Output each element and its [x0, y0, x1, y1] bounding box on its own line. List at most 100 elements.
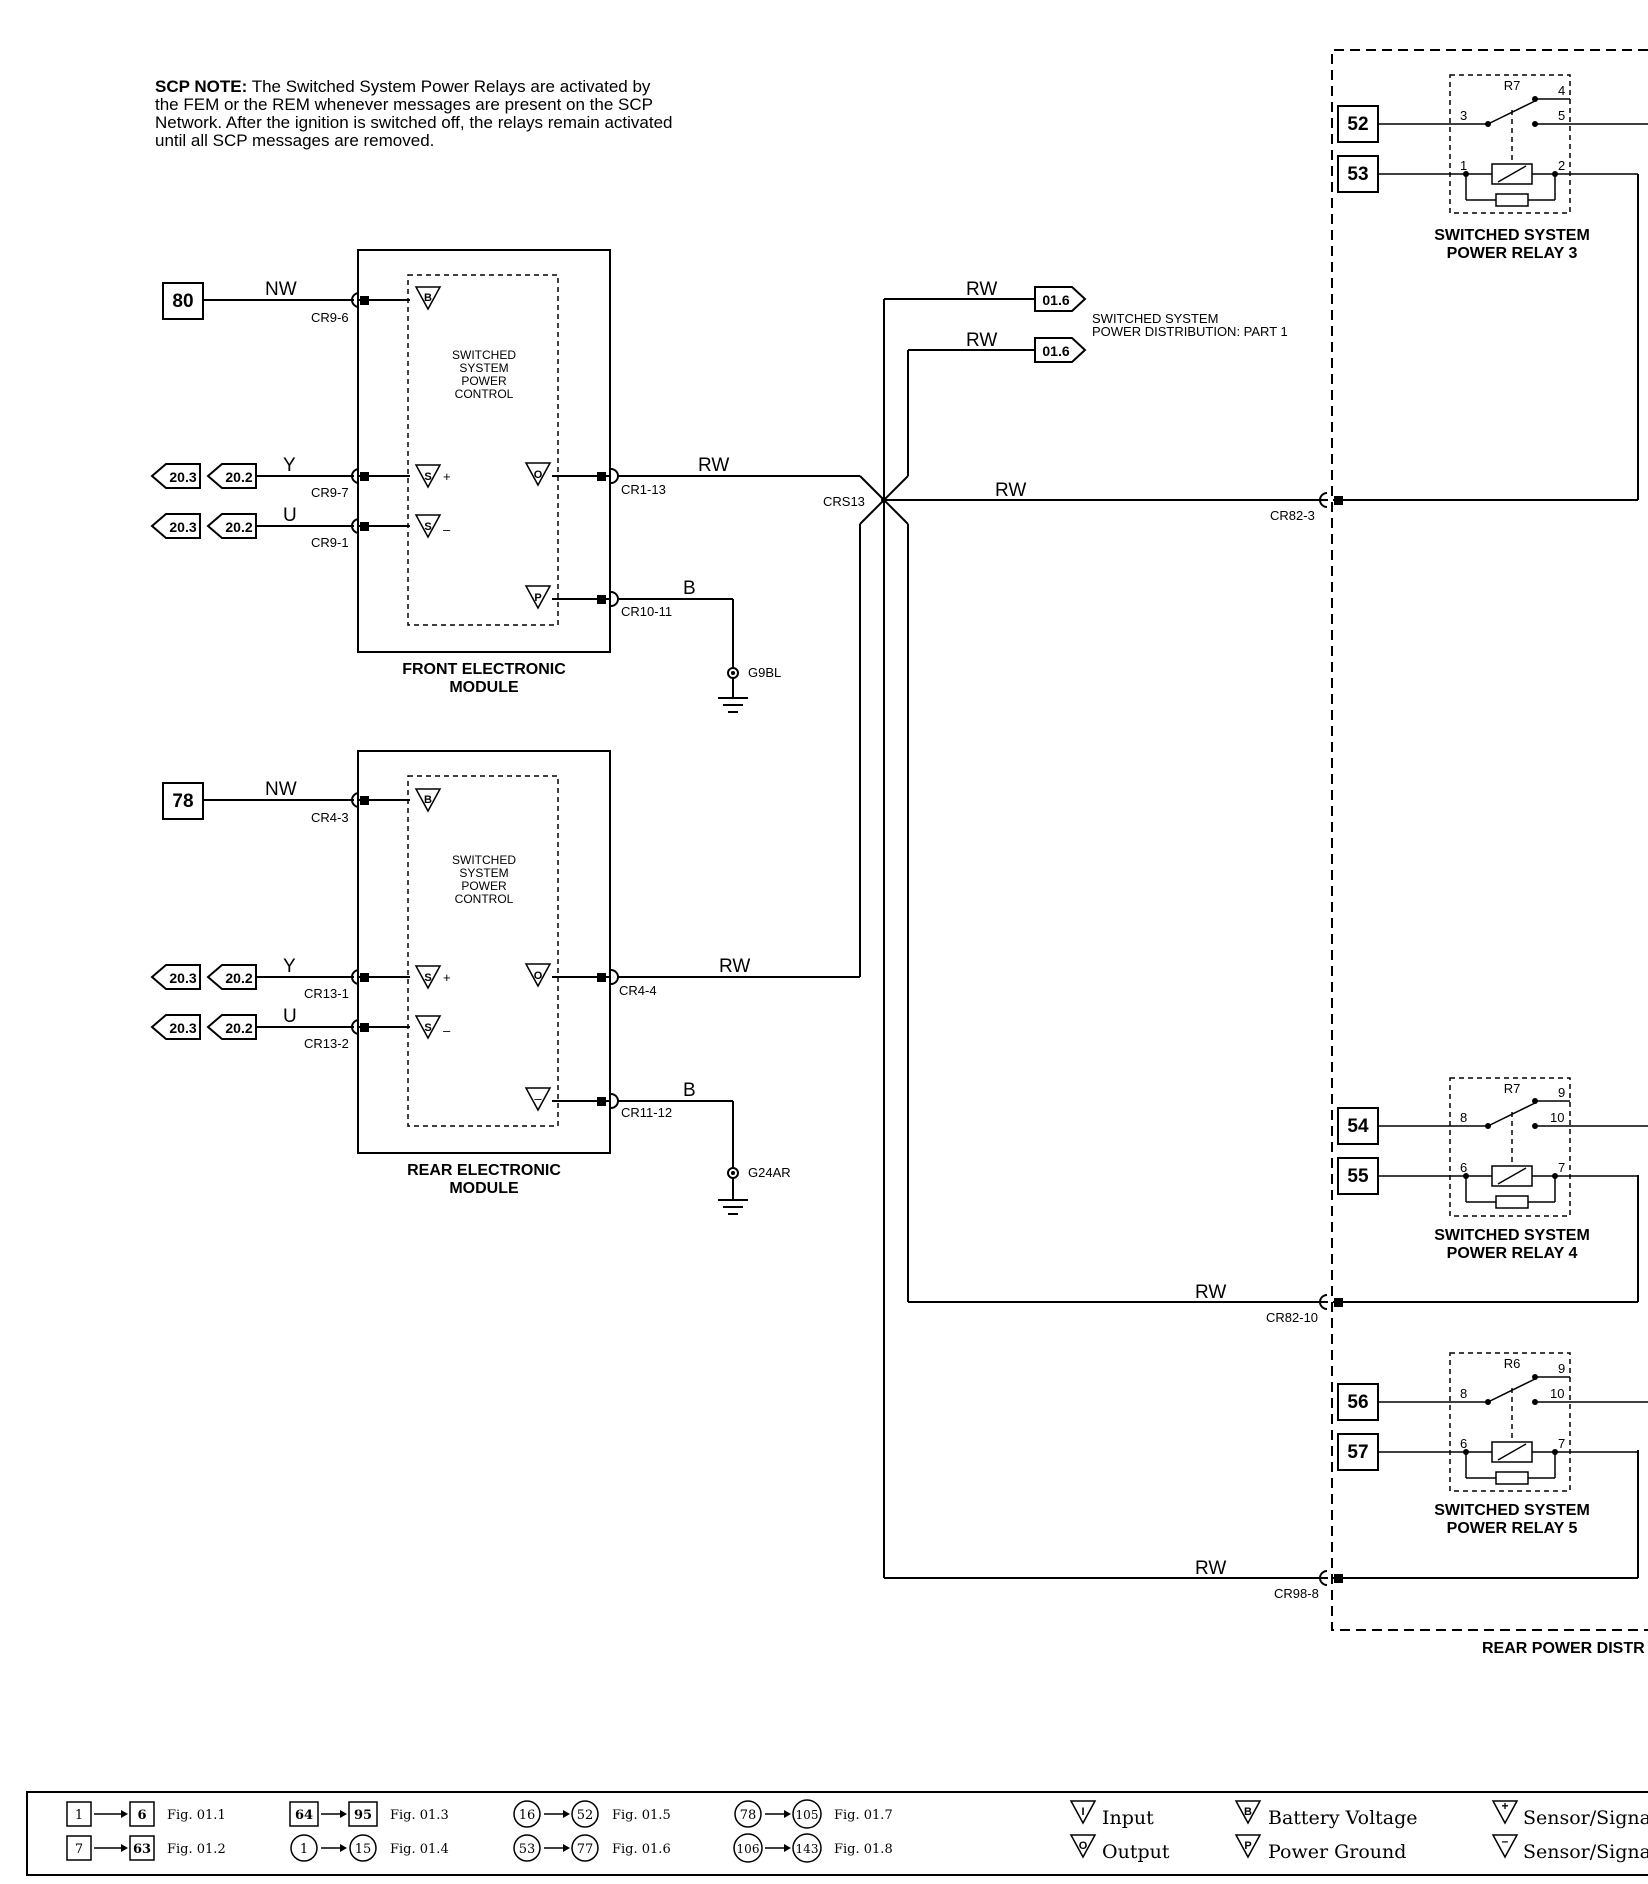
fem-pin-cr10-11: CR10-11: [621, 604, 672, 619]
svg-text:+: +: [443, 970, 451, 985]
dist-ref-2: 01.6: [1042, 343, 1069, 359]
svg-text:B: B: [424, 292, 432, 304]
power-relay-5: 56 57 R6 8 9 10 6 7 SWITCHED SYSTEM POWE…: [1337, 1352, 1648, 1537]
power-relay-4: 54 55 R7 8 9 10 6 7 SWITCHED SYSTEM POWE…: [1337, 1077, 1648, 1262]
splice-network: CRS13 RW 01.6 RW 01.6 SWITCHED SYSTEM PO…: [618, 279, 1328, 1579]
power-relay-3: 52 53 R7 3 4 5 1 2 SWITCHED SYSTEM POWER…: [1337, 74, 1648, 262]
sensor-plus-icon: +: [1492, 1799, 1518, 1824]
svg-text:B: B: [424, 794, 432, 806]
legend-sensor-1: Sensor/Signal: [1523, 1807, 1648, 1829]
legend-g3-b1: 53: [519, 1842, 536, 1857]
fem-pin-cr9-7: CR9-7: [311, 485, 349, 500]
rem-inner-1: SWITCHED: [452, 853, 516, 867]
scp-note-text: The Switched System Power Relays are act…: [155, 77, 673, 150]
rem-ref-y-b: 20.2: [225, 970, 252, 986]
svg-text:–: –: [443, 1023, 451, 1038]
rem-ref-u-a: 20.3: [169, 1020, 196, 1036]
legend-g4-fa: Fig. 01.7: [834, 1808, 893, 1823]
svg-text:+: +: [1501, 1799, 1508, 1813]
sensor-minus-icon: –: [1492, 1834, 1518, 1858]
dist-wire-1: RW: [966, 279, 997, 300]
fem-wire-b: B: [683, 578, 696, 599]
rem-title-1: REAR ELECTRONIC: [407, 1162, 561, 1179]
relay5-p3: 10: [1550, 1386, 1564, 1401]
svg-text:S: S: [424, 1022, 431, 1034]
rem-inner-2: SYSTEM: [459, 866, 508, 880]
front-electronic-module: SWITCHED SYSTEM POWER CONTROL FRONT ELEC…: [150, 249, 781, 713]
fem-title-2: MODULE: [449, 679, 519, 696]
rem-wire-out: RW: [719, 956, 750, 977]
fem-ref-u-a: 20.3: [169, 519, 196, 535]
fem-wire-out: RW: [698, 455, 729, 476]
relay4-p4: 6: [1460, 1160, 1467, 1175]
svg-text:S: S: [424, 471, 431, 483]
rear-electronic-module: SWITCHED SYSTEM POWER CONTROL REAR ELECT…: [150, 750, 791, 1215]
relay5-id: R6: [1504, 1356, 1521, 1371]
relay5-title-2: POWER RELAY 5: [1447, 1520, 1578, 1537]
fem-box-80: 80: [172, 291, 193, 312]
relay5-num-a: 56: [1347, 1392, 1368, 1413]
relay3-p4: 1: [1460, 158, 1467, 173]
scp-note-prefix: SCP NOTE:: [155, 77, 248, 96]
rem-ref-y-a: 20.3: [169, 970, 196, 986]
relay3-title-2: POWER RELAY 3: [1447, 245, 1578, 262]
relay5-p2: 9: [1558, 1361, 1565, 1376]
input-icon: I: [1070, 1800, 1096, 1824]
relay5-num-b: 57: [1347, 1442, 1368, 1463]
dist-ref-1: 01.6: [1042, 292, 1069, 308]
relay3-p3: 5: [1558, 108, 1565, 123]
relay5-title-1: SWITCHED SYSTEM: [1434, 1502, 1590, 1519]
battery-voltage-icon: B: [1235, 1800, 1261, 1824]
legend-g3-a2: 52: [577, 1808, 594, 1823]
fem-pin-cr9-6: CR9-6: [311, 310, 349, 325]
svg-text:–: –: [443, 522, 451, 537]
rem-box-78: 78: [172, 791, 193, 812]
rear-pin-cr82-10: CR82-10: [1266, 1310, 1318, 1325]
svg-text:–: –: [534, 1091, 542, 1106]
rem-wire-y: Y: [283, 956, 296, 977]
legend-sensor-2: Sensor/Signal: [1523, 1841, 1648, 1863]
svg-text:I: I: [1081, 1806, 1084, 1818]
rem-pin-cr13-2: CR13-2: [304, 1036, 349, 1051]
rem-inner-4: CONTROL: [455, 892, 514, 906]
relay3-num-a: 52: [1347, 114, 1368, 135]
rear-wire-1: RW: [995, 480, 1026, 501]
fem-inner-3: POWER: [461, 374, 507, 388]
relay3-p1: 3: [1460, 108, 1467, 123]
legend-g2-b1: 1: [300, 1842, 308, 1857]
svg-text:B: B: [1244, 1806, 1252, 1818]
legend-ground: Power Ground: [1268, 1841, 1406, 1863]
relay4-p5: 7: [1558, 1160, 1565, 1175]
rear-pin-cr98-8: CR98-8: [1274, 1586, 1319, 1601]
svg-text:O: O: [534, 469, 543, 481]
fem-wire-y: Y: [283, 455, 296, 476]
relay4-id: R7: [1504, 1081, 1521, 1096]
svg-text:O: O: [1079, 1840, 1088, 1852]
fem-ref-y-b: 20.2: [225, 469, 252, 485]
dist-wire-2: RW: [966, 330, 997, 351]
legend-g3-b2: 77: [577, 1842, 594, 1857]
legend-g1-fa: Fig. 01.1: [167, 1808, 226, 1823]
rear-pin-cr82-3: CR82-3: [1270, 508, 1315, 523]
output-icon: O: [1070, 1834, 1096, 1858]
ground-g9bl: G9BL: [748, 665, 781, 680]
fem-inner-2: SYSTEM: [459, 361, 508, 375]
svg-text:P: P: [1244, 1840, 1251, 1852]
legend-g1-b1: 7: [75, 1842, 83, 1857]
relay4-title-2: POWER RELAY 4: [1447, 1245, 1578, 1262]
legend-g2-fb: Fig. 01.4: [390, 1842, 449, 1857]
fem-inner-1: SWITCHED: [452, 348, 516, 362]
rem-wire-b: B: [683, 1080, 696, 1101]
ground-g24ar: G24AR: [748, 1165, 791, 1180]
relay4-p2: 9: [1558, 1085, 1565, 1100]
rem-inner-3: POWER: [461, 879, 507, 893]
legend-g4-b1: 106: [737, 1842, 760, 1856]
legend-output: Output: [1102, 1841, 1170, 1863]
fem-pin-cr1-13: CR1-13: [621, 482, 666, 497]
fem-wire-u: U: [283, 505, 297, 526]
relay3-num-b: 53: [1347, 164, 1368, 185]
fem-pin-cr9-1: CR9-1: [311, 535, 349, 550]
legend-g2-a1: 64: [295, 1808, 313, 1823]
legend-g4-a1: 78: [740, 1808, 757, 1823]
fem-ref-u-b: 20.2: [225, 519, 252, 535]
